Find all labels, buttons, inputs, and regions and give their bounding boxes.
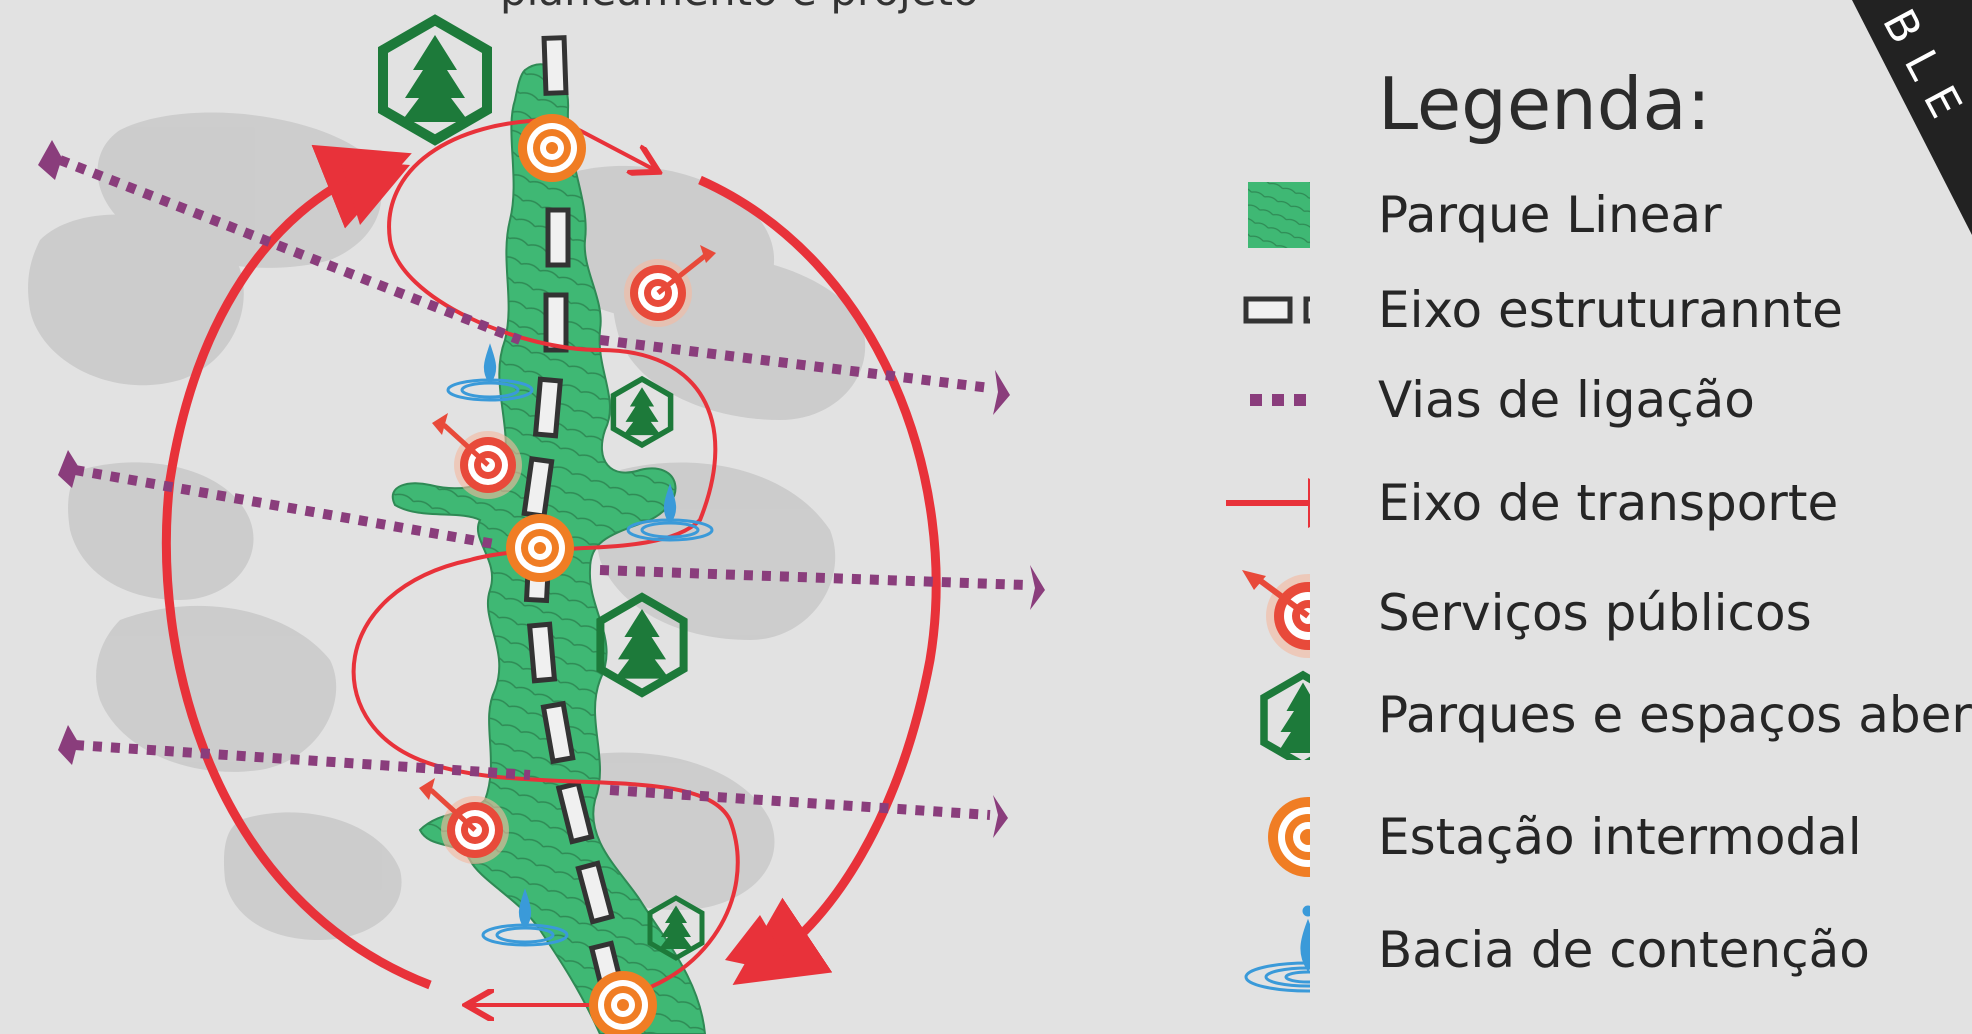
- axis-segment: [526, 621, 558, 684]
- connection-roads: [38, 140, 1045, 838]
- parks-open-spaces: [378, 14, 705, 961]
- legend-item-connection-roads: Vias de ligação: [1110, 355, 1970, 445]
- connection-road: [599, 565, 1045, 610]
- public-services: [419, 245, 716, 864]
- axis-segment: [575, 860, 615, 925]
- legend-item-intermodal-station: Estação intermodal: [1110, 792, 1970, 882]
- target-dart-icon: [432, 413, 522, 499]
- legend-label: Parque Linear: [1378, 186, 1722, 244]
- pine-tree-hexagon-icon: [1260, 670, 1310, 760]
- intermodal-station-icon: [589, 971, 657, 1034]
- urban-blob: [28, 214, 244, 386]
- target-dart-icon: [624, 245, 716, 327]
- transport-axis-arrow-icon: [1226, 478, 1310, 528]
- urban-plan-diagram: [28, 14, 1045, 1034]
- water-drop-ripple-icon: [446, 343, 534, 402]
- connection-road-icon: [1250, 394, 1310, 406]
- water-drop-ripple-icon: [626, 483, 714, 542]
- urban-blob: [68, 462, 254, 600]
- legend-item-transport-axis: Eixo de transporte: [1110, 458, 1970, 548]
- axis-segment: [543, 292, 569, 353]
- legend-item-retention-basin: Bacia de contenção: [1110, 905, 1970, 995]
- transport-arc-left: [161, 144, 432, 990]
- structuring-axis-icon: [1243, 296, 1310, 324]
- connection-road: [38, 140, 522, 345]
- target-dart-icon: [1242, 570, 1310, 658]
- intermodal-station-icon: [518, 114, 586, 182]
- legend-label: Bacia de contenção: [1378, 921, 1870, 979]
- pine-tree-hexagon-icon: [378, 14, 492, 146]
- legend-item-public-services: Serviços públicos: [1110, 568, 1970, 658]
- legend-label: Estação intermodal: [1378, 808, 1862, 866]
- transport-arrowhead: [725, 915, 795, 975]
- axis-segment: [545, 207, 571, 268]
- legend-item-parks: Parques e espaços abertos: [1110, 670, 1972, 760]
- linear-park-icon: [1248, 182, 1310, 248]
- pine-tree-hexagon-icon: [596, 592, 688, 698]
- axis-segment: [532, 376, 564, 439]
- pine-tree-hexagon-icon: [610, 375, 674, 449]
- retention-basins: [446, 343, 714, 947]
- legend-label: Eixo estruturannte: [1378, 281, 1843, 339]
- water-drop-ripple-icon: [1244, 905, 1310, 993]
- urban-blob: [223, 812, 402, 940]
- axis-segment: [541, 35, 569, 96]
- structuring-axis: [521, 35, 628, 1005]
- connection-road: [599, 335, 1010, 415]
- heading-fragment: planeamento e projeto: [500, 0, 979, 15]
- legend-label: Vias de ligação: [1378, 371, 1755, 429]
- intermodal-station-icon: [1268, 797, 1310, 877]
- target-dart-icon: [419, 778, 509, 864]
- pine-tree-hexagon-icon: [647, 895, 705, 961]
- legend-label: Parques e espaços abertos: [1378, 686, 1972, 744]
- axis-segment: [540, 700, 576, 765]
- transport-arc-right: [698, 175, 941, 985]
- transport-arrowhead: [340, 160, 410, 225]
- intermodal-station-icon: [506, 514, 574, 582]
- legend-item-structuring-axis: Eixo estruturannte: [1110, 265, 1970, 355]
- legend-item-linear-park: Parque Linear: [1110, 170, 1970, 260]
- urban-blob: [96, 605, 337, 772]
- corner-band: BLE: [1852, 0, 1972, 235]
- legend-title: Legenda:: [1378, 62, 1711, 146]
- connection-road: [58, 450, 501, 550]
- connection-road: [58, 725, 531, 780]
- axis-segment: [555, 780, 595, 845]
- transport-ring: [161, 144, 941, 990]
- legend-label: Eixo de transporte: [1378, 474, 1839, 532]
- water-drop-ripple-icon: [481, 888, 569, 947]
- intermodal-stations: [506, 114, 657, 1034]
- connection-road: [609, 785, 1008, 838]
- legend-label: Serviços públicos: [1378, 584, 1812, 642]
- axis-segment: [521, 456, 555, 519]
